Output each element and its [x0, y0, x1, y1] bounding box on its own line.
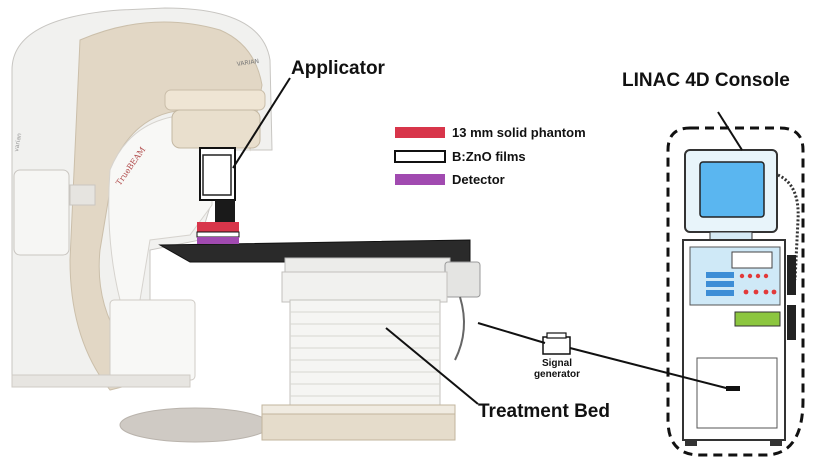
machine-brand-text: VARIAN [236, 58, 259, 68]
stack-films [196, 231, 240, 238]
signal-generator-box [542, 336, 571, 355]
linac-console [666, 126, 805, 457]
leader-console [717, 111, 743, 151]
signal-generator-label-line2: generator [533, 369, 581, 380]
side-mark-text: varian [13, 132, 23, 152]
console-drawer [696, 357, 778, 429]
connections [232, 77, 743, 405]
stack-detector [197, 237, 239, 244]
applicator-body [202, 154, 232, 196]
console-side-bar-2 [787, 305, 796, 340]
console-foot-left [685, 440, 697, 446]
console-foot-right [770, 440, 782, 446]
linac-base [11, 374, 191, 388]
pendant-cable [454, 296, 465, 361]
console-side-bar [787, 255, 796, 295]
legend-swatch-phantom [395, 127, 445, 138]
linac-side-panel-2 [69, 184, 96, 206]
legend-label-films: B:ZnO films [452, 149, 526, 164]
applicator-tube [215, 200, 235, 222]
bed-base-plate [261, 404, 456, 415]
console-blue-keys [706, 272, 734, 296]
leader-applicator [232, 77, 291, 169]
console-monitor-base [709, 231, 753, 241]
treatment-bed-label: Treatment Bed [478, 401, 610, 422]
signal-generator [542, 332, 571, 355]
bed-pedestal-top [281, 271, 448, 303]
stack-phantom [197, 222, 239, 232]
signal-generator-top [546, 332, 567, 339]
leader-treatment-bed [385, 327, 479, 405]
linac-lower-panel [109, 299, 196, 381]
applicator-label: Applicator [291, 58, 385, 79]
legend-label-detector: Detector [452, 172, 505, 187]
legend-swatch-films [394, 150, 446, 163]
console-coiled-cable [777, 173, 800, 281]
console-dashed-outline [666, 126, 805, 457]
signal-generator-label: Signal generator [527, 358, 587, 380]
legend-label-phantom: 13 mm solid phantom [452, 125, 586, 140]
collimator-head [171, 109, 261, 149]
console-red-buttons [739, 273, 777, 295]
applicator-mount [199, 147, 236, 201]
console-screen [699, 161, 765, 218]
console-display [731, 251, 773, 269]
bed-base [261, 411, 456, 441]
linac-side-panel [13, 169, 70, 256]
couch-pendant [444, 261, 481, 298]
legend [394, 127, 446, 185]
cable-generator-to-console [569, 347, 731, 390]
console-green-panel [734, 311, 781, 327]
floor-disc [119, 407, 271, 443]
linac-machine [11, 7, 273, 443]
legend-swatch-detector [395, 174, 445, 185]
bellows-ribs [290, 311, 440, 397]
console-port [726, 386, 740, 391]
signal-generator-label-line1: Signal [541, 358, 572, 369]
console-label: LINAC 4D Console [622, 70, 790, 91]
sample-stack [196, 222, 240, 244]
collimator-ring [164, 89, 266, 111]
treatment-bed [158, 239, 481, 441]
applicator [199, 147, 236, 222]
cable-bed-to-generator [477, 322, 546, 344]
bed-bellows [289, 299, 441, 413]
